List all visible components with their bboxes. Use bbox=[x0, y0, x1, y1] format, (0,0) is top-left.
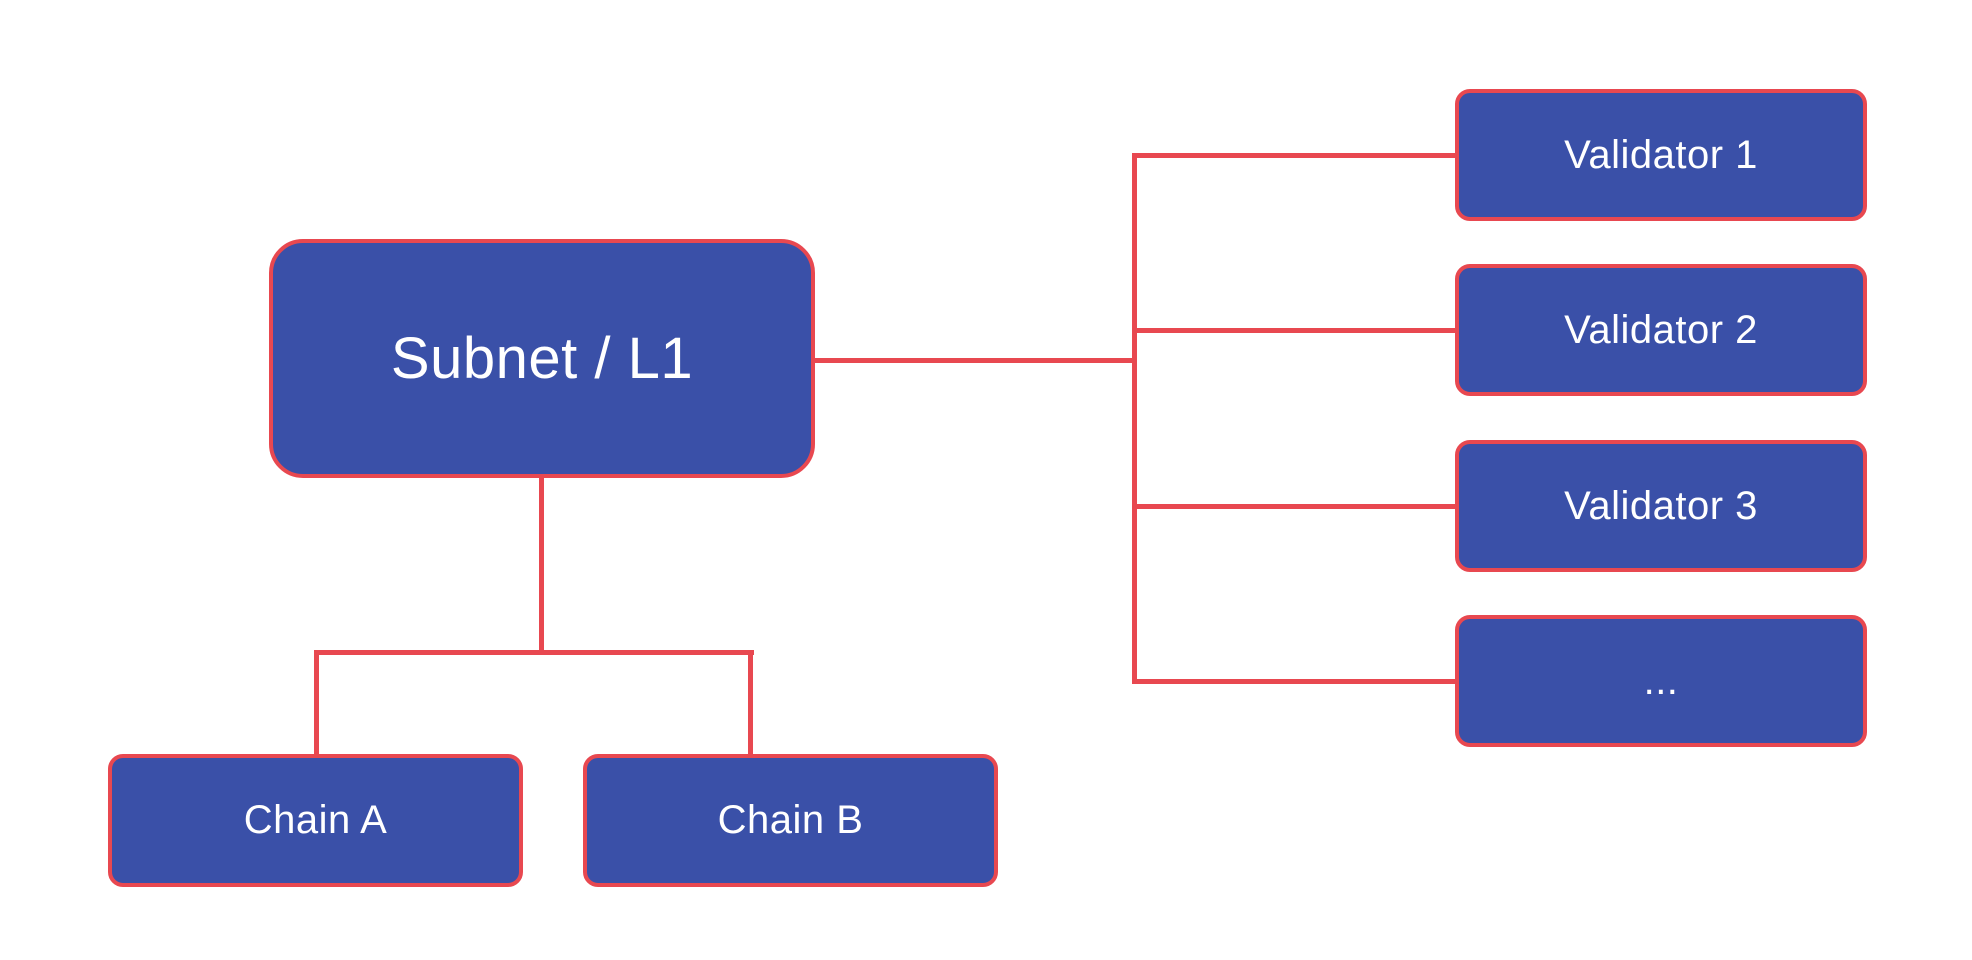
node-validator-etc: ... bbox=[1455, 615, 1867, 747]
node-chain-a-label: Chain A bbox=[243, 798, 388, 842]
node-chain-b: Chain B bbox=[583, 754, 998, 887]
node-validator-2-label: Validator 2 bbox=[1564, 307, 1758, 352]
connector-branch-chain-a bbox=[314, 650, 319, 756]
connector-branch-validator-3 bbox=[1132, 504, 1457, 509]
node-validator-1-label: Validator 1 bbox=[1564, 132, 1758, 177]
connector-subnet-to-chains bbox=[539, 476, 544, 655]
connector-chains-horizontal bbox=[314, 650, 754, 655]
node-validator-3: Validator 3 bbox=[1455, 440, 1867, 572]
connector-branch-validator-1 bbox=[1132, 153, 1457, 158]
connector-branch-chain-b bbox=[748, 650, 753, 756]
node-chain-a: Chain A bbox=[108, 754, 523, 887]
connector-subnet-to-spine bbox=[810, 358, 1137, 363]
node-validator-2: Validator 2 bbox=[1455, 264, 1867, 396]
node-subnet-l1: Subnet / L1 bbox=[269, 239, 815, 478]
connector-validator-spine bbox=[1132, 153, 1137, 684]
node-validator-etc-label: ... bbox=[1643, 658, 1679, 703]
node-validator-3-label: Validator 3 bbox=[1564, 483, 1758, 528]
node-subnet-l1-label: Subnet / L1 bbox=[390, 326, 694, 391]
node-chain-b-label: Chain B bbox=[717, 798, 864, 842]
connector-branch-validator-etc bbox=[1132, 679, 1457, 684]
node-validator-1: Validator 1 bbox=[1455, 89, 1867, 221]
connector-branch-validator-2 bbox=[1132, 328, 1457, 333]
